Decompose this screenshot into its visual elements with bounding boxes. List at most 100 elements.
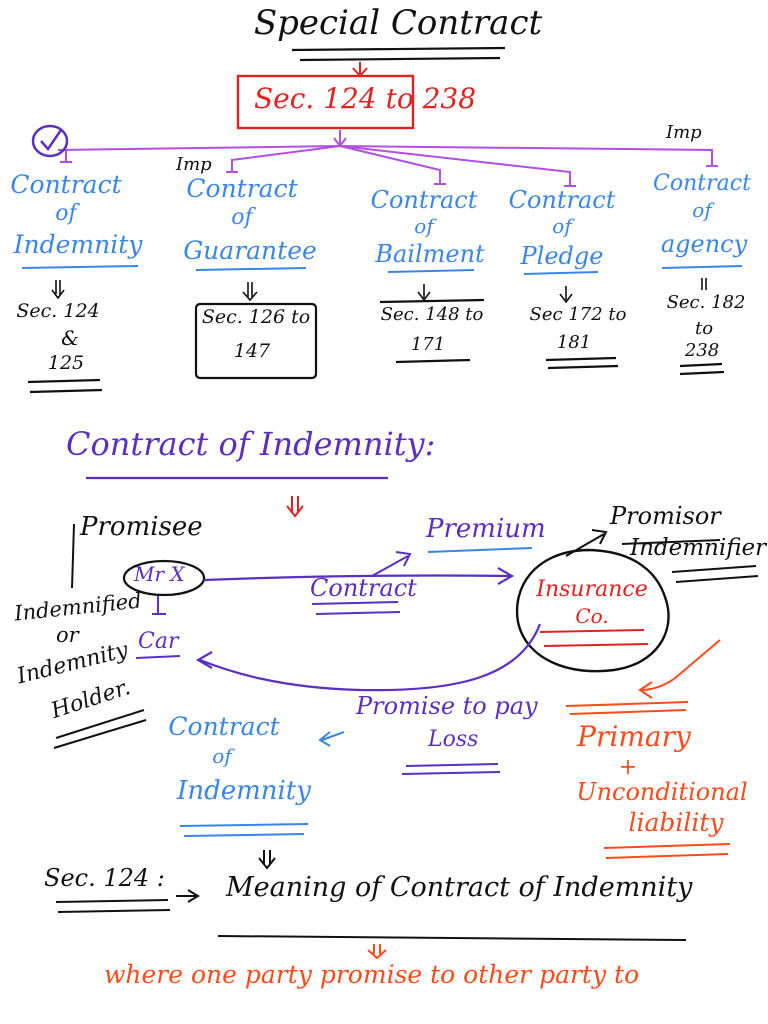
indemnifier-label: Indemnifier [630, 535, 767, 561]
type-bailment-line3: Bailment [375, 240, 485, 268]
type-pledge-line1: Contract [508, 186, 616, 214]
contract-of-indemnity-line1: Contract [168, 712, 280, 741]
mr-x-to-car-line [152, 596, 166, 615]
insurance-circle [515, 548, 670, 673]
contract-arrow [203, 567, 515, 585]
branch-line-agency [339, 145, 718, 167]
promise-to-pay-label: Promise to pay [356, 692, 538, 720]
arrow-guarantee-sec [242, 282, 258, 302]
arrow-indemnity-sec [51, 280, 65, 300]
sec-pledge-line1: Sec 172 to [529, 304, 627, 325]
underline-indemnity [21, 265, 139, 269]
underline-agency [661, 265, 743, 269]
sec-pledge-line2: 181 [556, 332, 592, 353]
liability-underline [603, 843, 731, 859]
sec-agency-line2: to [694, 318, 714, 339]
insurance-label: Insurance [536, 577, 648, 602]
arrow-to-definition [258, 850, 276, 870]
arrow-pledge-sec [559, 286, 573, 304]
meaning-underline [217, 935, 687, 941]
or-label: or [56, 623, 79, 647]
branch-line-bailment [339, 145, 446, 185]
arrow-bailment-sec [417, 284, 431, 302]
arrow-to-promisor [565, 529, 608, 557]
arrow-heading-down [286, 496, 304, 518]
branch-line-pledge [339, 145, 576, 187]
insurance-underline [539, 629, 649, 647]
liability-plus: + [618, 755, 638, 780]
car-label: Car [138, 629, 179, 654]
imp-mark-agency: Imp [666, 122, 702, 143]
arrow-box-to-branches [333, 130, 347, 148]
promisee-bracket [71, 523, 75, 589]
sec-indemnity-line1: Sec. 124 [16, 300, 100, 322]
type-bailment-line2: of [414, 214, 434, 238]
loss-label: Loss [428, 727, 479, 752]
sec-agency-line1: Sec. 182 [666, 292, 746, 313]
type-agency-line2: of [692, 198, 712, 222]
underline-pledge [523, 271, 599, 275]
liability-primary: Primary [577, 720, 691, 753]
arrow-meaning-down [367, 944, 387, 960]
type-agency-line3: agency [660, 230, 748, 258]
insurance-co-label: Co. [575, 604, 609, 628]
underline-guarantee [195, 267, 307, 271]
check-mark-icon [40, 129, 63, 152]
promisor-label: Promisor [610, 502, 721, 530]
sec-bailment-line2: 171 [410, 334, 446, 355]
underline-sec-bailment [379, 298, 485, 364]
liability-unconditional: Unconditional [576, 778, 748, 806]
type-bailment-line1: Contract [370, 186, 478, 214]
premium-arrow [371, 551, 412, 577]
arrow-to-liability [638, 639, 721, 699]
arrow-agency-sec [701, 278, 707, 290]
type-agency-line1: Contract [653, 171, 751, 196]
underline-sec-indemnity [27, 378, 103, 394]
promisor-underline [621, 539, 721, 545]
type-guarantee-line2: of [231, 205, 253, 230]
imp-mark-guarantee: Imp [176, 154, 212, 175]
sections-box-border [236, 74, 415, 130]
loss-underline [401, 763, 501, 775]
definition-meaning: Meaning of Contract of Indemnity [226, 872, 693, 903]
type-indemnity-line1: Contract [10, 170, 122, 199]
car-underline [135, 655, 181, 659]
contract-of-indemnity-line3: Indemnity [177, 776, 311, 806]
premium-label: Premium [426, 514, 546, 544]
promisee-label: Promisee [80, 512, 203, 542]
sec-bailment-line1: Sec. 148 to [380, 304, 484, 325]
section-heading: Contract of Indemnity: [66, 425, 436, 463]
type-pledge-line2: of [552, 214, 572, 238]
mr-x-ellipse [122, 559, 206, 597]
type-pledge-line3: Pledge [520, 242, 604, 270]
definition-where: where one party promise to other party t… [104, 960, 640, 989]
sec124-underline [55, 899, 171, 913]
arrow-title-to-box [352, 62, 368, 78]
underline-sec-pledge [545, 356, 619, 370]
contract-label: Contract [310, 574, 417, 602]
type-indemnity-line3: Indemnity [13, 230, 143, 259]
holder-underline [53, 709, 147, 749]
check-circle [31, 124, 69, 158]
type-indemnity-line2: of [55, 201, 77, 226]
sections-box-label: Sec. 124 to 238 [254, 82, 477, 115]
arrow-to-contract-of-indemnity [318, 731, 345, 747]
contract-of-indemnity-line2: of [212, 744, 232, 768]
sec-indemnity-line3: 125 [47, 352, 85, 374]
type-guarantee-line3: Guarantee [183, 236, 317, 265]
underline-bailment [387, 269, 475, 273]
mr-x-label: Mr X [134, 562, 185, 586]
type-guarantee-line1: Contract [186, 174, 298, 203]
underline-sec-agency [679, 362, 725, 376]
liability-top-line [565, 701, 689, 715]
title-underline [291, 46, 506, 62]
sec-agency-line3: 238 [684, 340, 720, 361]
guarantee-sec-box [194, 302, 318, 380]
page-title: Special Contract [253, 3, 543, 43]
liability-liability: liability [628, 808, 724, 837]
indemnifier-underline [671, 565, 759, 583]
contract-underline [311, 601, 401, 615]
sec-indemnity-line2: & [61, 326, 79, 350]
branch-line-guarantee [226, 145, 341, 173]
